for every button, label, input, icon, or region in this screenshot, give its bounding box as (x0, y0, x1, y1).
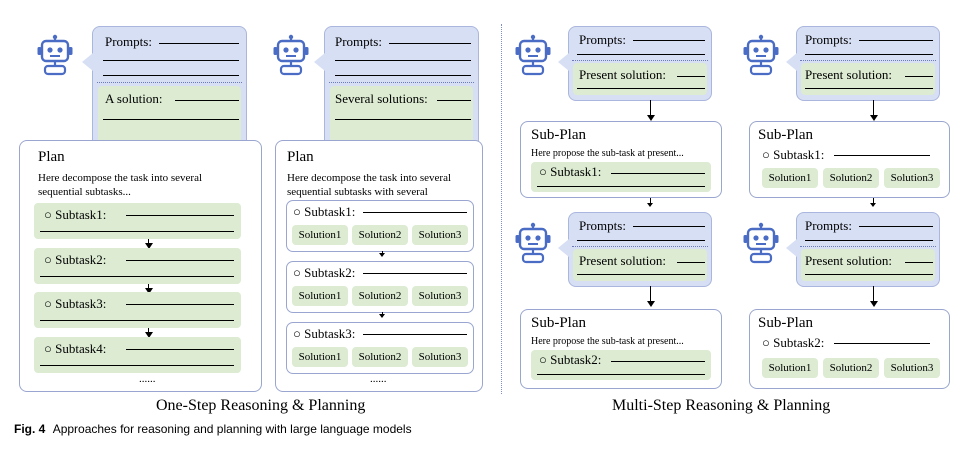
several-solutions-label: Several solutions: (335, 91, 428, 106)
prompts-label: Prompts: (579, 218, 626, 233)
subtask-4-label: ○ Subtask4: (44, 341, 107, 356)
divider (501, 24, 502, 394)
subtask-3-label: ○ Subtask3: (293, 326, 356, 341)
prompt-box: Prompts: Present solution: (786, 212, 940, 287)
figure-caption: Fig. 4 Approaches for reasoning and plan… (14, 422, 412, 436)
solution-3: Solution3 (884, 358, 940, 378)
robot-icon (742, 222, 780, 264)
sub-plan-box: Sub-Plan ○ Subtask2: Solution1 Solution2… (749, 309, 950, 389)
prompt-box: Prompts: Present solution: (558, 212, 712, 287)
sub-plan-title: Sub-Plan (758, 315, 814, 331)
prompts-label: Prompts: (805, 218, 852, 233)
prompts-label: Prompts: (105, 34, 152, 49)
sub-plan-title: Sub-Plan (531, 127, 587, 143)
subtask-2-label: ○ Subtask2: (44, 252, 107, 267)
plan-title: Plan (287, 149, 314, 165)
present-solution-label: Present solution: (579, 67, 667, 82)
prompts-label: Prompts: (335, 34, 382, 49)
subtask-3-label: ○ Subtask3: (44, 296, 107, 311)
subtask-2: ○ Subtask2: (34, 248, 241, 284)
solution-1: Solution1 (762, 168, 818, 188)
solution-1: Solution1 (292, 225, 348, 245)
prompts-label: Prompts: (579, 32, 626, 47)
ellipsis: ...... (370, 373, 387, 385)
plan-box: Plan Here decompose the task into severa… (19, 140, 262, 392)
left-caption: One-Step Reasoning & Planning (156, 397, 366, 414)
solution-2: Solution2 (823, 358, 879, 378)
subtask-4: ○ Subtask4: (34, 337, 241, 373)
solution-3: Solution3 (412, 347, 468, 367)
robot-icon (514, 222, 552, 264)
solution-1: Solution1 (292, 286, 348, 306)
solution-3: Solution3 (412, 225, 468, 245)
figure-caption-text: Approaches for reasoning and planning wi… (52, 422, 412, 436)
ellipsis: ...... (139, 373, 156, 385)
sub-plan-title: Sub-Plan (758, 127, 814, 143)
a-solution-label: A solution: (105, 91, 163, 106)
prompt-box: Prompts: Several solutions: (314, 26, 479, 152)
subtask-3: ○ Subtask3: Solution1 Solution2 Solution… (286, 322, 474, 374)
right-caption: Multi-Step Reasoning & Planning (612, 397, 831, 414)
figure-number: Fig. 4 (14, 422, 46, 436)
plan-box: Plan Here decompose the task into severa… (275, 140, 483, 392)
solution-2: Solution2 (352, 225, 408, 245)
subtask-2-label: ○ Subtask2: (762, 335, 825, 350)
present-solution-label: Present solution: (579, 253, 667, 268)
sub-plan-box: Sub-Plan Here propose the sub-task at pr… (520, 121, 722, 198)
subtask-1: ○ Subtask1: Solution1 Solution2 Solution… (286, 200, 474, 252)
subtask-3: ○ Subtask3: (34, 292, 241, 328)
sub-plan-title: Sub-Plan (531, 315, 587, 331)
robot-icon (272, 34, 310, 76)
sub-plan-description: Here propose the sub-task at present... (531, 336, 684, 347)
subtask-1-label: ○ Subtask1: (44, 207, 107, 222)
plan-description: Here decompose the task into several seq… (38, 172, 203, 198)
subtask-1-label: ○ Subtask1: (293, 204, 356, 219)
solution-2: Solution2 (352, 347, 408, 367)
sub-plan-box: Sub-Plan Here propose the sub-task at pr… (520, 309, 722, 389)
robot-icon (742, 34, 780, 76)
plan-title: Plan (38, 149, 65, 165)
solution-2: Solution2 (352, 286, 408, 306)
solution-1: Solution1 (762, 358, 818, 378)
robot-icon (36, 34, 74, 76)
subtask-1-label: ○ Subtask1: (762, 147, 825, 162)
sub-plan-description: Here propose the sub-task at present... (531, 148, 684, 159)
solution-1: Solution1 (292, 347, 348, 367)
subtask-1-label: ○ Subtask1: (539, 164, 602, 179)
prompt-box: Prompts: Present solution: (558, 26, 712, 101)
prompts-label: Prompts: (805, 32, 852, 47)
subtask-2: ○ Subtask2: Solution1 Solution2 Solution… (286, 261, 474, 313)
subtask-2-label: ○ Subtask2: (293, 265, 356, 280)
subtask-1: ○ Subtask1: (34, 203, 241, 239)
solution-3: Solution3 (884, 168, 940, 188)
present-solution-label: Present solution: (805, 67, 893, 82)
solution-3: Solution3 (412, 286, 468, 306)
solution-2: Solution2 (823, 168, 879, 188)
present-solution-label: Present solution: (805, 253, 893, 268)
sub-plan-box: Sub-Plan ○ Subtask1: Solution1 Solution2… (749, 121, 950, 198)
prompt-box: Prompts: A solution: (82, 26, 247, 152)
subtask-2-label: ○ Subtask2: (539, 352, 602, 367)
prompt-box: Prompts: Present solution: (786, 26, 940, 101)
robot-icon (514, 34, 552, 76)
